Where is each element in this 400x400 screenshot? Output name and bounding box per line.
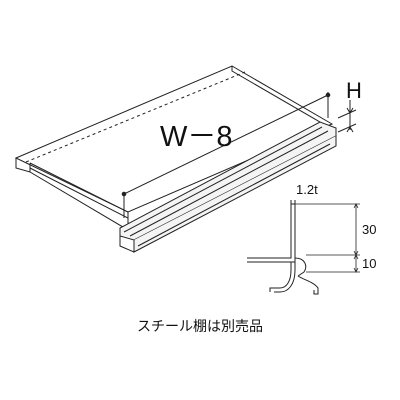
thickness-label: 1.2t: [296, 182, 318, 197]
width-dimension: [121, 92, 331, 218]
rail-cross-section: [247, 200, 319, 295]
dim-lower-label: 10: [362, 256, 376, 271]
shelf-board: [14, 65, 334, 231]
height-label: H: [346, 78, 362, 103]
dim-upper-label: 30: [362, 222, 376, 237]
section-dimensions: [295, 203, 360, 273]
height-dimension: [337, 100, 357, 133]
caption: スチール棚は別売品: [137, 319, 263, 335]
width-label: W－8: [160, 121, 233, 153]
front-rail: [119, 121, 337, 253]
